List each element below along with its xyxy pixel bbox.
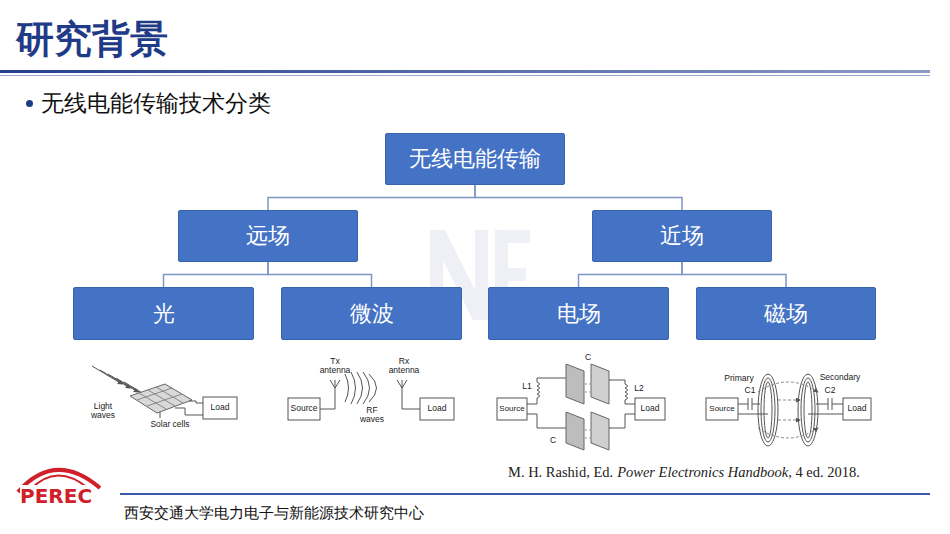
component-label: C1	[745, 386, 756, 395]
box-label: 光	[153, 299, 175, 329]
box-text: Load	[848, 404, 867, 413]
tree-connector	[682, 262, 786, 287]
figure-label: Rx antenna	[384, 357, 424, 376]
bullet-text: 无线电能传输技术分类	[41, 88, 271, 119]
category-box: 远场	[178, 210, 358, 262]
component-label: C	[585, 353, 591, 362]
tree-connector	[579, 262, 683, 287]
box-label: 电场	[557, 299, 601, 329]
bullet-line: 无线电能传输技术分类	[26, 88, 271, 119]
box-label: 磁场	[764, 299, 808, 329]
tree-connector	[475, 185, 682, 210]
citation-author: M. H. Rashid, Ed.	[508, 464, 613, 480]
category-box: 近场	[592, 210, 772, 262]
figure-label: Solar cells	[150, 420, 189, 429]
component-label: L1	[522, 382, 531, 391]
footer-text: 西安交通大学电力电子与新能源技术研究中心	[124, 505, 424, 522]
citation: M. H. Rashid, Ed.Power Electronics Handb…	[508, 464, 860, 481]
box-text: Load	[211, 403, 230, 412]
category-box: 微波	[281, 287, 462, 340]
footer-rule	[120, 493, 930, 495]
citation-book: Power Electronics Handbook	[617, 464, 788, 480]
box-text: Source	[499, 405, 524, 414]
tree-connector	[164, 262, 269, 287]
logo-text: PEREC	[20, 485, 92, 507]
component-label: L2	[634, 384, 643, 393]
tree-connector	[268, 262, 372, 287]
title-rule-thin	[0, 75, 930, 76]
category-box: 电场	[488, 287, 669, 340]
category-box: 磁场	[696, 287, 876, 340]
box-label: 近场	[660, 221, 704, 251]
box-text: Load	[428, 404, 447, 413]
category-box: 光	[73, 287, 254, 340]
figure-label: Primary	[724, 374, 753, 383]
category-box: 无线电能传输	[385, 133, 565, 185]
bullet-dot	[26, 100, 33, 107]
box-text: Load	[641, 404, 660, 413]
capacitive-illustration	[497, 364, 665, 450]
slide-title: 研究背景	[16, 14, 168, 65]
box-label: 微波	[350, 299, 394, 329]
figure-label: RF waves	[357, 406, 387, 425]
box-label: 无线电能传输	[409, 144, 541, 174]
inductive-illustration	[706, 374, 871, 446]
figure-label: Secondary	[820, 373, 861, 382]
box-text: Source	[709, 405, 734, 414]
title-rule	[0, 70, 930, 73]
citation-edition: , 4 ed. 2018.	[788, 464, 860, 480]
component-label: C2	[825, 386, 836, 395]
tree-connector	[268, 185, 475, 210]
box-label: 远场	[246, 221, 290, 251]
figure-label: Tx antenna	[315, 357, 355, 376]
component-label: C	[550, 436, 556, 445]
box-text: Source	[291, 404, 318, 413]
figure-label: Light waves	[86, 402, 120, 421]
